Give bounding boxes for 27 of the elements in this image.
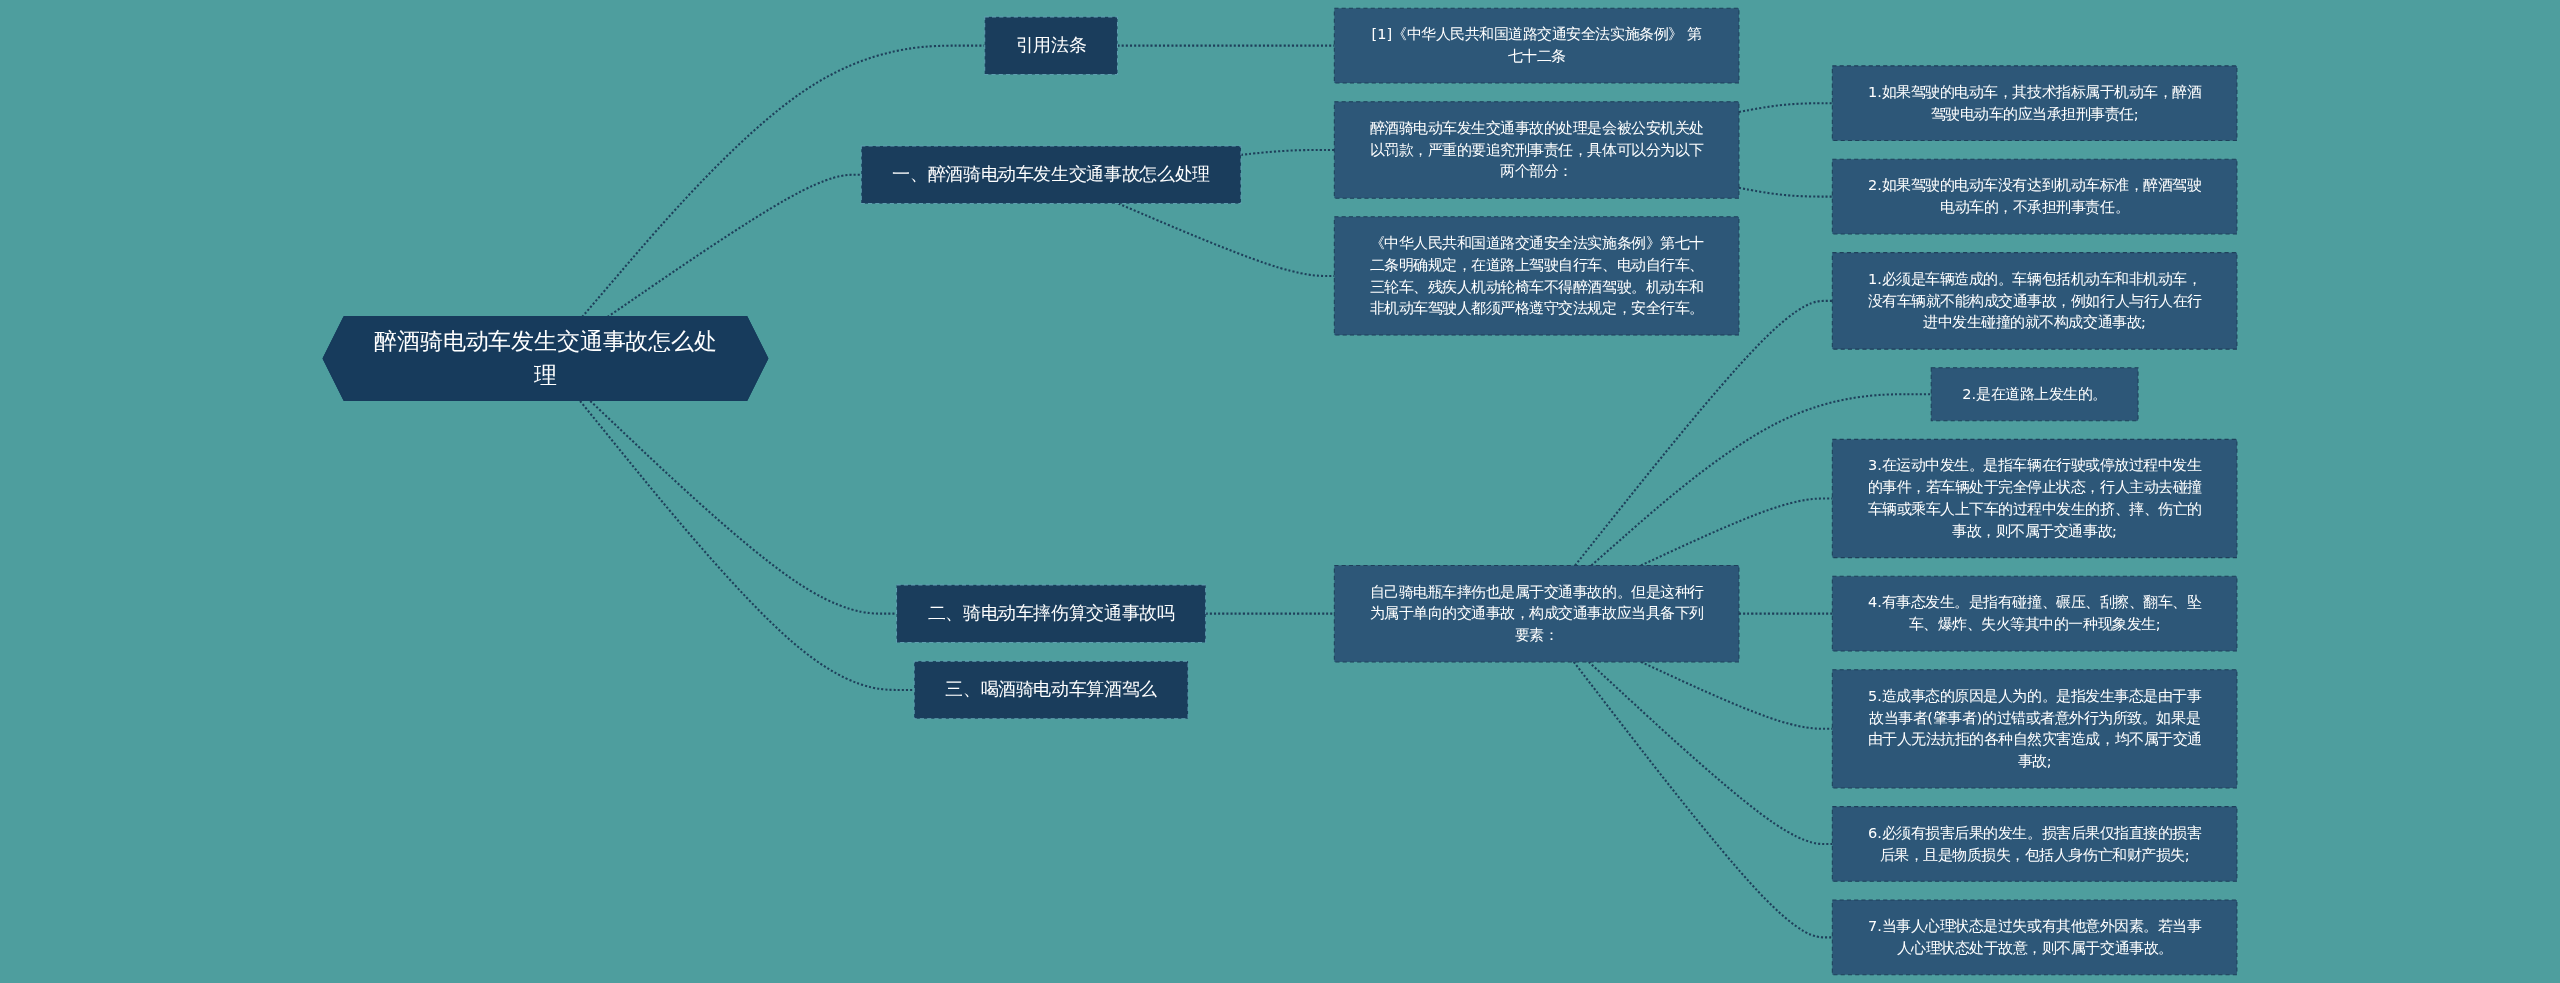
node-box: [1831, 899, 2238, 976]
connector: [579, 400, 915, 691]
node-box: [1831, 806, 2238, 882]
connector: [1588, 661, 1833, 845]
node-box: [1333, 216, 1740, 336]
node-box: [896, 584, 1207, 643]
connector: [589, 400, 897, 615]
connector: [1572, 661, 1833, 939]
node-box: [1333, 7, 1740, 84]
connector: [1640, 497, 1833, 567]
connector: [1574, 299, 1833, 567]
node-box: [1831, 65, 2238, 142]
node-box: [1831, 252, 2238, 350]
node-box: [860, 145, 1242, 205]
connector: [1118, 202, 1335, 277]
node-box: [913, 660, 1189, 720]
node-box: [1831, 575, 2238, 652]
node-box: [1831, 669, 2238, 789]
node-box: [1831, 158, 2238, 235]
connector: [1590, 393, 1932, 567]
node-box: [984, 16, 1119, 75]
node-box: [1333, 564, 1740, 663]
connector: [1738, 186, 1833, 198]
node-box: [1333, 101, 1740, 199]
node-box: [1930, 367, 2139, 422]
node-box: [1831, 438, 2238, 559]
connector: [1738, 102, 1833, 113]
